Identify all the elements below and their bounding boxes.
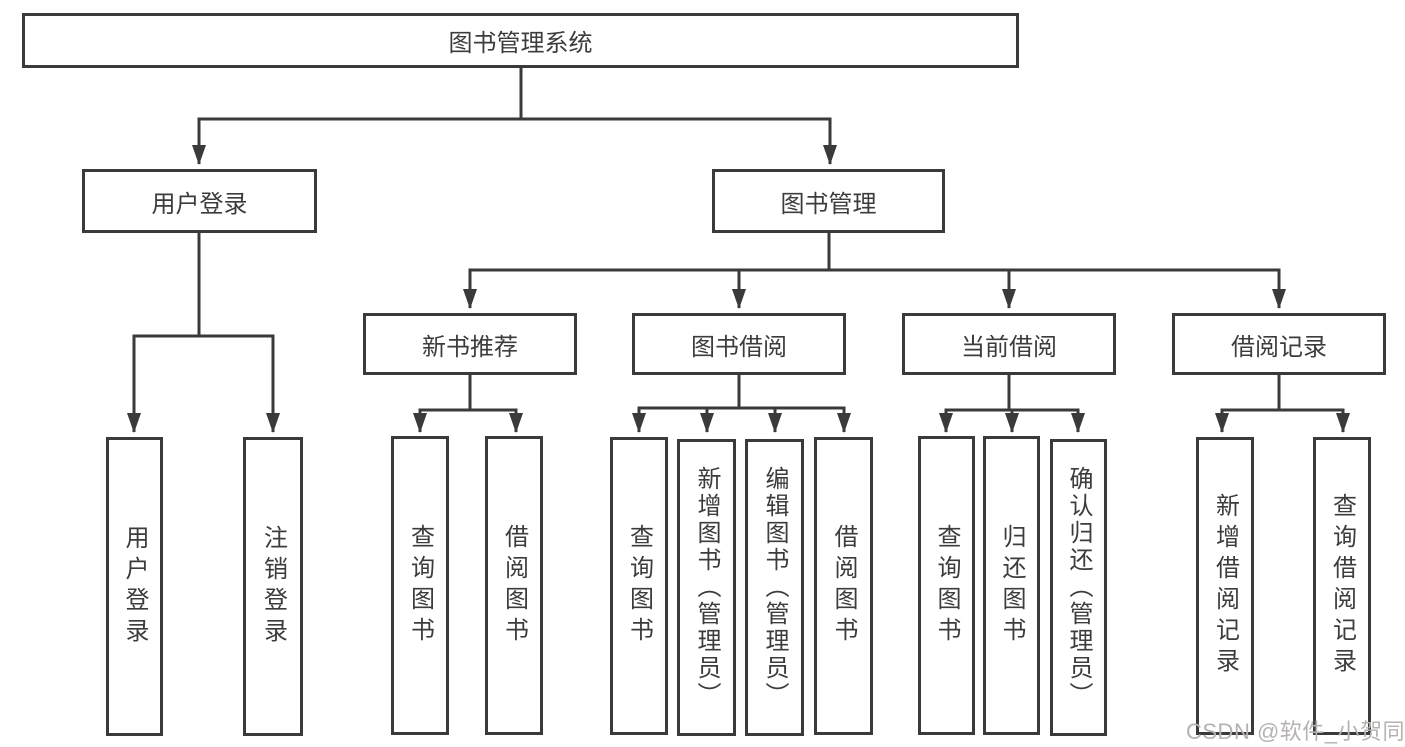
leaf-borrow-books-borrow: 借阅图书 xyxy=(814,437,873,735)
watermark: CSDN @软件_小贺同学 xyxy=(1186,719,1405,744)
node-label: 图书借阅 xyxy=(691,333,787,361)
node-label: 借阅图书 xyxy=(830,524,857,648)
node-label: 查询借阅记录 xyxy=(1328,493,1356,679)
node-new-book-recommend: 新书推荐 xyxy=(363,313,577,375)
node-borrow-records: 借阅记录 xyxy=(1172,313,1386,375)
node-label: 查询图书 xyxy=(406,523,434,648)
node-label: 新增借阅记录 xyxy=(1211,493,1239,679)
node-label: 当前借阅 xyxy=(961,333,1057,361)
leaf-edit-book-admin: 编辑图书（管理员） xyxy=(745,439,804,736)
connector-borrow-records-group xyxy=(1220,375,1345,412)
leaf-add-borrow-record: 新增借阅记录 xyxy=(1196,437,1254,735)
node-label: 归还图书 xyxy=(998,523,1025,648)
node-label: 查询图书 xyxy=(625,524,653,648)
leaf-borrow-books-recommend: 借阅图书 xyxy=(485,436,543,735)
connector-book-management-group xyxy=(468,233,1281,272)
leaf-user-login: 用户登录 xyxy=(106,437,163,736)
node-label: 图书管理系统 xyxy=(448,30,593,57)
node-label: 借阅图书 xyxy=(500,523,528,648)
node-label: 新增图书（管理员） xyxy=(693,466,720,709)
leaf-logout: 注销登录 xyxy=(243,437,303,736)
leaf-return-book: 归还图书 xyxy=(983,436,1040,735)
node-current-borrow: 当前借阅 xyxy=(902,313,1116,375)
node-label: 注销登录 xyxy=(259,524,287,649)
connector-user-login-group xyxy=(132,233,275,338)
leaf-query-books-recommend: 查询图书 xyxy=(391,436,449,735)
node-label: 图书管理 xyxy=(780,190,877,218)
leaf-add-book-admin: 新增图书（管理员） xyxy=(677,439,736,736)
node-book-borrow: 图书借阅 xyxy=(632,313,846,375)
connector-current-borrow-group xyxy=(944,375,1080,412)
connector-new-book-recommend-group xyxy=(418,375,518,412)
leaf-query-books-borrow: 查询图书 xyxy=(610,437,668,735)
connector-root-to-level2 xyxy=(197,68,832,121)
leaf-query-books-current: 查询图书 xyxy=(918,436,975,735)
node-label: 查询图书 xyxy=(933,523,960,648)
leaf-query-borrow-record: 查询借阅记录 xyxy=(1313,437,1371,735)
node-label: 借阅记录 xyxy=(1231,333,1327,361)
node-label: 编辑图书（管理员） xyxy=(761,466,788,709)
node-label: 新书推荐 xyxy=(422,333,518,361)
leaf-confirm-return-admin: 确认归还（管理员） xyxy=(1050,439,1107,736)
node-label: 用户登录 xyxy=(121,524,148,649)
node-label: 用户登录 xyxy=(151,190,248,218)
node-book-management: 图书管理 xyxy=(712,169,945,233)
connector-book-borrow-group xyxy=(637,375,846,410)
node-root: 图书管理系统 xyxy=(22,13,1019,68)
node-label: 确认归还（管理员） xyxy=(1065,466,1092,709)
node-user-login: 用户登录 xyxy=(82,169,317,233)
